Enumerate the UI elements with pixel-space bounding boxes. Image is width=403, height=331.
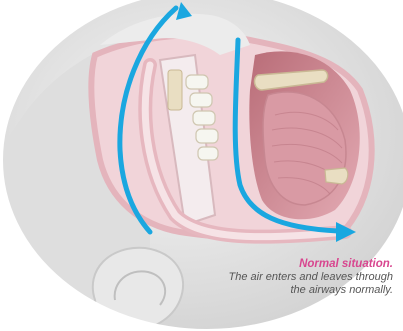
bone-insert xyxy=(168,70,182,110)
caption-text: The air enters and leaves through the ai… xyxy=(213,271,393,297)
lower-jaw-bone xyxy=(325,168,348,184)
caption-title: Normal situation. xyxy=(213,258,393,271)
caption: Normal situation. The air enters and lea… xyxy=(213,258,393,297)
